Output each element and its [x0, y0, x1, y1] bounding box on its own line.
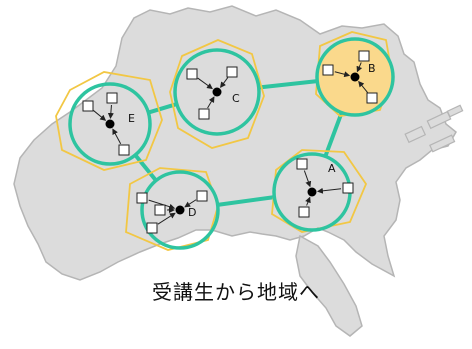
edge-B-A — [323, 111, 344, 158]
member-square — [186, 68, 198, 80]
member-square — [82, 100, 94, 112]
caption: 受講生から地域へ — [152, 280, 320, 304]
member-square — [322, 64, 334, 76]
edge-D-E — [133, 153, 158, 182]
node-label: E — [128, 112, 135, 125]
member-square — [342, 182, 354, 194]
node-d: D — [125, 167, 220, 251]
edge-C-B — [258, 79, 318, 90]
region-hexagon — [271, 149, 368, 233]
member-square — [196, 190, 208, 202]
hub-dot — [105, 119, 115, 129]
member-arrow — [184, 199, 197, 208]
node-c: C — [169, 39, 265, 149]
node-label: B — [368, 62, 376, 75]
member-arrow — [93, 110, 107, 121]
member-square — [118, 144, 130, 156]
member-square — [136, 192, 148, 204]
member-arrow — [107, 104, 114, 120]
member-square — [198, 108, 210, 120]
node-label: A — [328, 162, 336, 175]
member-arrow — [305, 196, 311, 206]
edge-A-D — [217, 195, 275, 207]
network-edges — [133, 79, 344, 207]
hub-circle — [173, 48, 261, 136]
peninsula-detail — [295, 234, 363, 337]
hub-dot — [307, 187, 317, 197]
hub-dot — [350, 72, 360, 82]
node-label: D — [188, 206, 196, 219]
network-nodes: A B C D E — [55, 31, 395, 251]
member-arrow — [334, 71, 351, 78]
member-arrow — [303, 170, 312, 188]
hub-dot — [175, 205, 185, 215]
member-square — [226, 66, 238, 78]
node-e: E — [55, 71, 163, 171]
member-arrow — [220, 77, 229, 88]
member-arrow — [112, 128, 122, 145]
hub-dot — [212, 87, 222, 97]
port-structures — [404, 104, 464, 153]
member-arrow — [157, 212, 176, 225]
member-arrow — [316, 187, 342, 194]
region-hexagon — [55, 71, 163, 171]
hub-circle — [140, 170, 220, 250]
member-arrow — [356, 62, 363, 73]
node-label: C — [232, 92, 240, 105]
member-arrow — [207, 96, 215, 109]
member-square — [366, 92, 378, 104]
member-arrow — [358, 80, 368, 93]
member-square — [298, 206, 310, 218]
node-a: A — [271, 149, 368, 233]
region-hexagon — [169, 39, 265, 149]
member-square — [296, 158, 308, 170]
node-b: B — [315, 31, 395, 117]
member-square — [358, 50, 370, 62]
edge-E-C — [147, 102, 178, 115]
member-arrow — [197, 77, 213, 90]
member-arrow — [148, 199, 176, 210]
region-hexagon — [125, 167, 219, 251]
member-square — [154, 204, 166, 216]
hub-circle — [68, 82, 152, 166]
member-square — [146, 222, 158, 234]
member-square — [106, 92, 118, 104]
